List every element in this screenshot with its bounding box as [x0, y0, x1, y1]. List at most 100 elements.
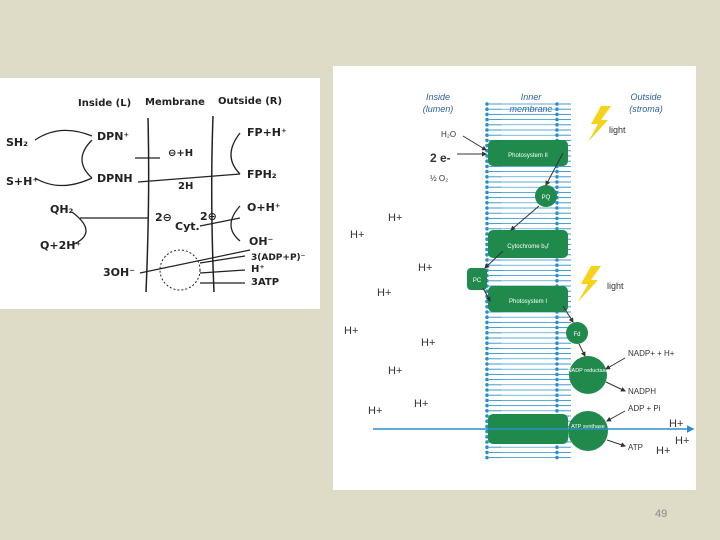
arrow-ps1-fd [562, 305, 574, 323]
arrow-2h [137, 173, 241, 183]
proton-label: H+ [388, 365, 402, 377]
arrow-atp-out [606, 439, 626, 448]
proton-label: H+ [344, 325, 358, 337]
cytochrome-label: Cytochrome b₆f [507, 244, 549, 250]
lipid-head [485, 440, 489, 444]
lipid-head [485, 305, 489, 309]
membrane-line-right [210, 115, 215, 293]
fd-label: Fd [573, 332, 580, 338]
lipid-head [485, 409, 489, 413]
lipid-head [485, 383, 489, 387]
hand-drawn-diagram: Inside (L) Membrane Outside (R) SH₂ S+H⁺… [0, 78, 320, 309]
photosystem1-box [488, 286, 568, 312]
proton-label: H+ [377, 287, 391, 299]
label-fp-h: FP+H⁺ [247, 126, 287, 139]
lipid-head [485, 180, 489, 184]
proton-label: H+ [368, 405, 382, 417]
arrow-nadp-in [605, 357, 626, 370]
arrow-nadph-out [605, 381, 626, 392]
label-o-h: O+H⁺ [247, 201, 281, 214]
lipid-head [485, 159, 489, 163]
lipid-head [485, 357, 489, 361]
lipid-head [485, 351, 489, 356]
label-sh2: SH₂ [6, 136, 28, 149]
proton-label: H+ [675, 435, 689, 447]
lipid-head [485, 232, 489, 236]
lipid-head [485, 201, 489, 205]
arrow-cyt-pc [484, 250, 504, 269]
proton-label: H+ [669, 418, 683, 430]
label-dpnh: DPNH [97, 172, 133, 185]
membrane-line-left [145, 117, 150, 293]
lipid-head [485, 242, 489, 247]
nadp-reductase-label: NADP reductase [568, 368, 609, 374]
lipid-head [485, 377, 489, 382]
label-qh2: QH₂ [50, 203, 74, 216]
lipid-head [485, 164, 489, 169]
h2o-label: H₂O [441, 130, 456, 139]
lipid-head [485, 123, 489, 127]
curve-o-oh [230, 205, 241, 242]
lipid-head [485, 289, 489, 293]
lipid-head [485, 206, 489, 210]
proton-label: H+ [421, 337, 435, 349]
pq-label: PQ [542, 195, 551, 201]
header-membrane: Membrane [145, 97, 205, 108]
lipid-head [485, 211, 489, 215]
lipid-head [485, 102, 489, 106]
lipid-head [485, 175, 489, 179]
lipid-head [485, 429, 489, 434]
atp-synthase-head [568, 411, 608, 451]
lightning-icon-1 [588, 106, 611, 142]
lipid-head [485, 419, 489, 424]
lipid-head [485, 237, 489, 241]
hand-drawn-diagram-svg: Inside (L) Membrane Outside (R) SH₂ S+H⁺… [6, 96, 306, 293]
label-2h: 2H [178, 181, 193, 192]
header-stroma: (stroma) [629, 104, 663, 114]
atp-synthase-label: ATP synthase [571, 424, 605, 430]
pc-box [467, 268, 487, 290]
lipid-head [485, 331, 489, 335]
label-e-h: ⊖+H [168, 148, 193, 159]
label-oh: OH⁻ [249, 235, 274, 248]
arrow-h [199, 269, 246, 274]
label-cyt: Cyt. [175, 220, 200, 233]
lipid-head [485, 388, 489, 392]
photosystem2-label: Photosystem II [508, 153, 548, 159]
lipid-head [485, 227, 489, 231]
lipid-head [485, 185, 489, 189]
lipid-head [485, 247, 489, 252]
header-outside: Outside [630, 92, 661, 102]
label-adp-p: 3(ADP+P)⁻ [251, 253, 306, 263]
header-lumen: (lumen) [423, 104, 454, 114]
thylakoid-diagram-svg: Inside (lumen) Inner membrane Outside (s… [344, 92, 695, 460]
page-number: 49 [655, 508, 668, 520]
photosystem2-box [488, 140, 568, 166]
label-2e-left: 2⊖ [155, 211, 172, 224]
lipid-head [485, 403, 489, 408]
header-outside: Outside (R) [218, 96, 282, 107]
curve-qh2-q [71, 211, 87, 246]
proton-label: H+ [418, 262, 432, 274]
lipid-head [485, 367, 489, 372]
pq-circle [535, 185, 557, 207]
light-label-1: light [609, 125, 626, 135]
lipid-head [485, 336, 489, 340]
fd-circle [566, 322, 588, 344]
header-inside: Inside [426, 92, 450, 102]
cytochrome-box [488, 230, 568, 258]
curve-sh2-dpn [34, 129, 93, 141]
label-h-right: H⁺ [251, 264, 265, 275]
lipid-head [485, 424, 489, 429]
arrow-h2o [462, 135, 487, 151]
arrow-adp-in [606, 410, 626, 422]
lipid-head [485, 393, 489, 398]
lipid-head [485, 216, 489, 221]
nadp-reductase-circle [569, 356, 607, 394]
proton-label: H+ [388, 212, 402, 224]
lipid-head [485, 455, 489, 460]
lipid-head [485, 169, 489, 174]
arrow-cyt-o [199, 217, 241, 227]
curve-s-dpnh [34, 177, 93, 187]
lipid-head [485, 190, 489, 195]
